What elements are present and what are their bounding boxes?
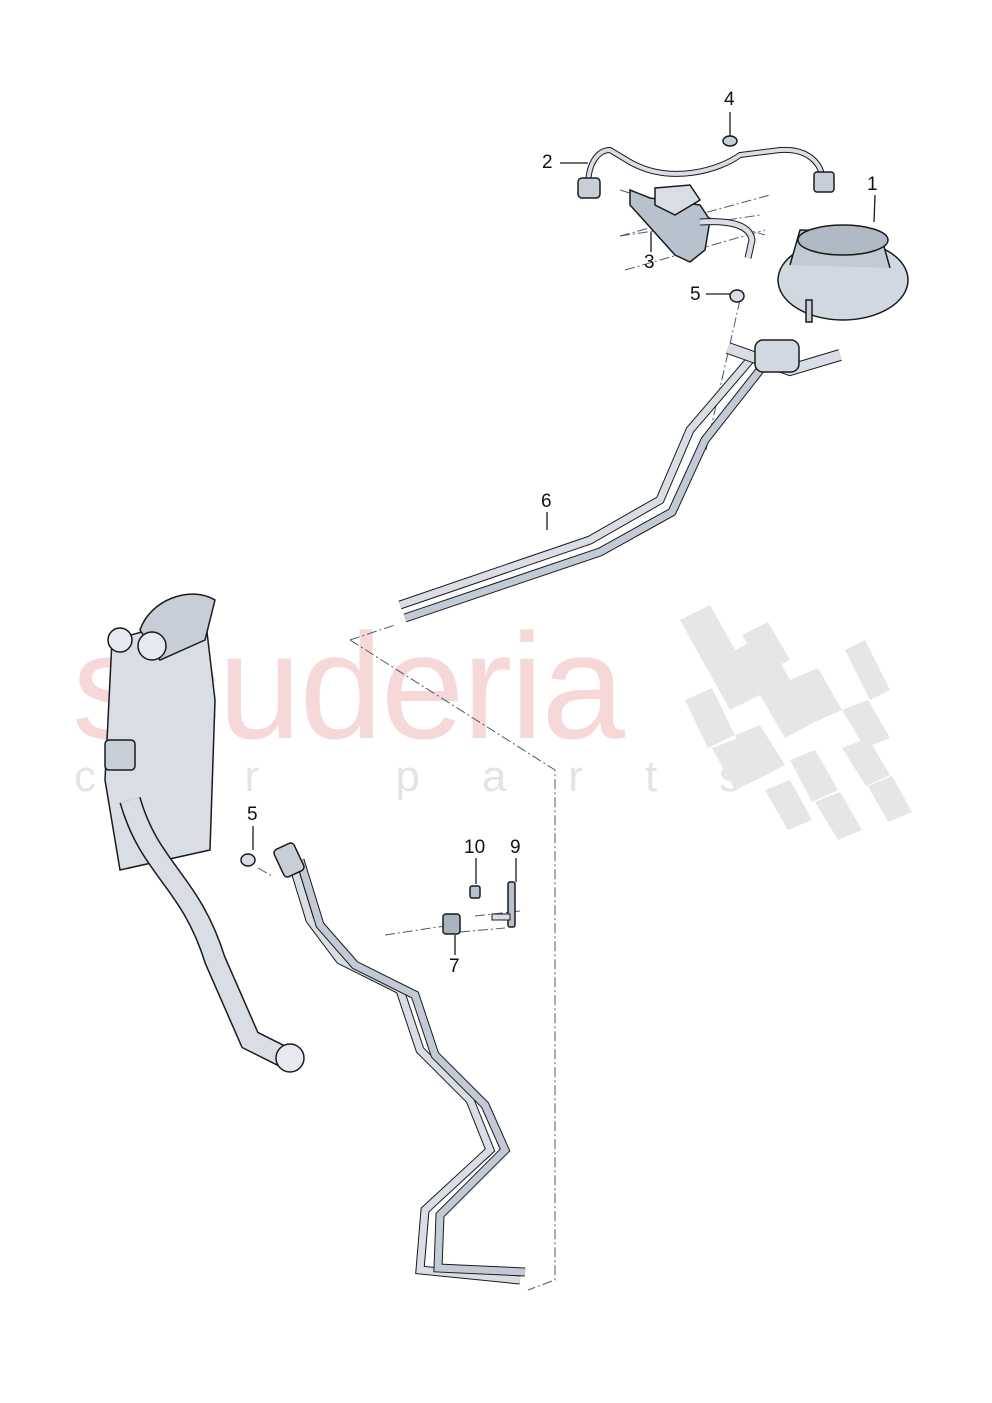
callout-5-lower[interactable]: 5 [247, 804, 258, 825]
callout-10[interactable]: 10 [464, 837, 486, 858]
part-1-pump-flange[interactable] [777, 224, 909, 323]
part-3-bracket[interactable] [629, 184, 756, 263]
callout-5-upper[interactable]: 5 [690, 284, 701, 305]
callout-9[interactable]: 9 [510, 837, 521, 858]
part-5-clamp-upper[interactable] [729, 289, 745, 303]
part-6-fuel-lines-upper[interactable] [398, 339, 842, 623]
part-7-clip[interactable] [442, 913, 461, 935]
part-4-nut[interactable] [722, 135, 738, 147]
part-9-stud-bracket[interactable] [491, 881, 516, 928]
callout-4[interactable]: 4 [724, 89, 735, 110]
callout-7[interactable]: 7 [449, 956, 460, 977]
assembly-leader-lines [257, 189, 771, 1291]
callout-1[interactable]: 1 [867, 174, 878, 195]
callout-2[interactable]: 2 [542, 152, 553, 173]
callout-6[interactable]: 6 [541, 491, 552, 512]
charcoal-canister-assembly[interactable] [104, 593, 305, 1073]
part-2-fuel-line[interactable] [577, 146, 835, 199]
callout-leaders [252, 112, 876, 955]
part-10-nut[interactable] [469, 885, 481, 899]
callout-3[interactable]: 3 [644, 252, 655, 273]
fuel-lines-lower[interactable] [273, 842, 526, 1285]
checkered-flag-icon [680, 605, 912, 840]
part-5-clamp-lower[interactable] [240, 853, 256, 867]
